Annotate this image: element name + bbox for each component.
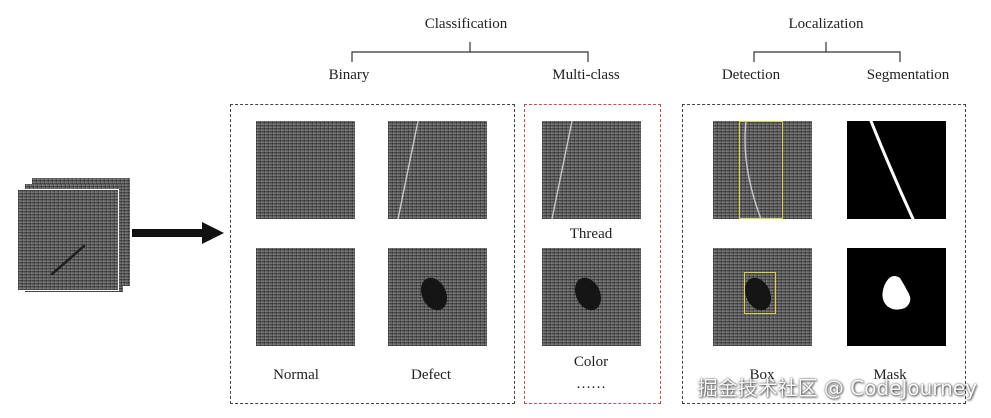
watermark: 掘金技术社区 @ CodeJourney	[697, 376, 977, 400]
defect-sample-thread	[388, 121, 487, 219]
thread-mask-shape	[869, 121, 915, 219]
thread-sample	[542, 121, 641, 219]
normal-sample-2	[256, 248, 355, 346]
thread-defect-mark	[744, 121, 762, 219]
color-mask-shape	[882, 276, 911, 310]
segmentation-color-mask	[847, 248, 946, 346]
thread-defect-mark	[397, 121, 419, 219]
color-label: Color	[573, 354, 609, 370]
detection-label: Detection	[721, 67, 781, 83]
color-defect-mark	[574, 277, 602, 311]
thread-defect-mark	[551, 121, 573, 219]
binary-label: Binary	[328, 67, 370, 83]
thread-defect-mark	[50, 244, 86, 276]
defect-label: Defect	[411, 367, 451, 383]
mask-label: Mask	[873, 367, 907, 383]
input-image	[18, 190, 118, 290]
box-label: Box	[749, 367, 775, 383]
detection-color-sample	[713, 248, 812, 346]
detection-bounding-box	[744, 272, 776, 314]
thread-label: Thread	[569, 226, 613, 242]
arrow-icon	[132, 222, 224, 244]
binary-frame	[230, 104, 515, 404]
detection-bounding-box	[739, 121, 783, 219]
localization-brace	[753, 42, 901, 62]
normal-label: Normal	[273, 367, 319, 383]
multi-class-label: Multi-class	[552, 67, 620, 83]
localization-header: Localization	[788, 16, 864, 32]
color-defect-mark	[744, 277, 772, 311]
segmentation-thread-mask	[847, 121, 946, 219]
multi-class-frame	[524, 104, 661, 404]
defect-sample-color	[388, 248, 487, 346]
classification-header: Classification	[424, 16, 508, 32]
detection-thread-sample	[713, 121, 812, 219]
localization-frame	[682, 104, 966, 404]
color-defect-mark	[420, 277, 448, 311]
more-classes-ellipsis: ……	[576, 376, 606, 392]
segmentation-label: Segmentation	[866, 67, 950, 83]
color-sample	[542, 248, 641, 346]
classification-brace	[351, 42, 589, 62]
normal-sample-1	[256, 121, 355, 219]
